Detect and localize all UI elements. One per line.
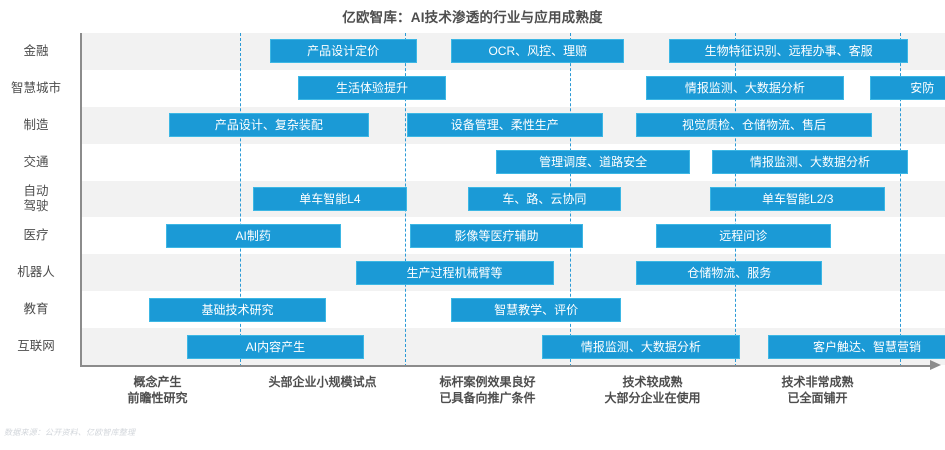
bar-segment[interactable]: 客户触达、智慧营销 [768,334,945,359]
x-axis-label-line: 技术较成熟 [622,375,683,389]
bar-segment[interactable]: 生物特征识别、远程办事、客服 [669,39,909,64]
y-axis-label-医疗: 医疗 [0,228,72,243]
y-axis-label-教育: 教育 [0,302,72,317]
bar-segment[interactable]: 情报监测、大数据分析 [541,334,740,359]
bar-segment[interactable]: 影像等医疗辅助 [409,223,584,248]
bar-segment[interactable]: 基础技术研究 [149,297,326,322]
bar-segment[interactable]: 设备管理、柔性生产 [406,113,603,138]
y-axis-label-互联网: 互联网 [0,339,72,354]
bar-segment[interactable]: 安防 [870,76,945,101]
bar-segment[interactable]: 情报监测、大数据分析 [711,150,909,175]
chart-title: 亿欧智库：AI技术渗透的行业与应用成熟度 [342,10,603,25]
x-axis-label-line: 头部企业小规模试点 [268,375,377,389]
x-axis-label-line: 已全面铺开 [787,391,848,405]
x-axis-label-line: 前瞻性研究 [127,391,188,405]
y-axis-label-机器人: 机器人 [0,265,72,280]
x-axis-label-line: 概念产生 [133,375,182,389]
bar-segment[interactable]: 单车智能L4 [253,187,407,211]
x-axis-tick-label: 头部企业小规模试点 [238,374,408,390]
bar-segment[interactable]: 单车智能L2/3 [710,187,886,211]
bar-segment[interactable]: AI内容产生 [187,334,364,359]
x-axis-label-line: 大部分企业在使用 [604,391,701,405]
bar-segment[interactable]: 生产过程机械臂等 [355,260,554,285]
y-axis-label-line: 互联网 [17,339,55,354]
x-axis-label-line: 技术非常成熟 [781,375,854,389]
bar-segment[interactable]: 情报监测、大数据分析 [645,76,844,101]
bar-segment[interactable]: AI制药 [165,223,341,248]
bar-segment[interactable]: 远程问诊 [655,223,831,248]
y-axis-label-line: 机器人 [17,265,55,280]
bar-segment[interactable]: 视觉质检、仓储物流、售后 [636,113,872,138]
source-note: 数据来源：公开资料、亿欧智库整理 [4,428,136,437]
y-axis-label-line: 交通 [23,154,49,169]
x-axis-tick-label: 标杆案例效果良好已具备向推广条件 [403,374,573,406]
bar-segment[interactable]: 仓储物流、服务 [636,260,823,285]
y-axis-label-交通: 交通 [0,155,72,170]
x-axis-tick-label: 技术较成熟大部分企业在使用 [568,374,738,406]
y-axis-label-line: 金融 [23,43,49,58]
y-axis-label-line: 制造 [23,117,49,132]
x-axis-label-line: 标杆案例效果良好 [439,375,536,389]
x-axis-label-line: 已具备向推广条件 [439,391,536,405]
y-axis-label-line: 驾驶 [23,199,49,213]
y-axis-label-制造: 制造 [0,118,72,133]
bar-segment[interactable]: 产品设计、复杂装配 [169,113,369,138]
bar-segment[interactable]: OCR、风控、理赔 [451,39,625,64]
y-axis-label-line: 教育 [23,302,49,317]
y-axis-line [80,33,82,365]
y-axis-label-智慧城市: 智慧城市 [0,81,72,96]
y-axis-label-自动驾驶: 自动驾驶 [0,184,72,214]
y-axis-label-line: 自动 [23,184,49,198]
bar-segment[interactable]: 生活体验提升 [297,76,447,101]
y-axis-label-line: 智慧城市 [10,80,61,95]
x-axis-line [80,365,932,367]
x-axis-arrow-icon [930,360,941,370]
y-axis-label-line: 医疗 [23,228,49,243]
x-axis-tick-label: 概念产生前瞻性研究 [73,374,243,406]
bar-segment[interactable]: 管理调度、道路安全 [495,150,691,175]
bar-segment[interactable]: 智慧教学、评价 [451,297,622,322]
x-axis-tick-label: 技术非常成熟已全面铺开 [733,374,903,406]
gridline [240,33,241,367]
bar-segment[interactable]: 产品设计定价 [269,39,417,64]
y-axis-label-金融: 金融 [0,44,72,59]
bar-segment[interactable]: 车、路、云协同 [467,187,622,211]
gridline [900,33,901,367]
